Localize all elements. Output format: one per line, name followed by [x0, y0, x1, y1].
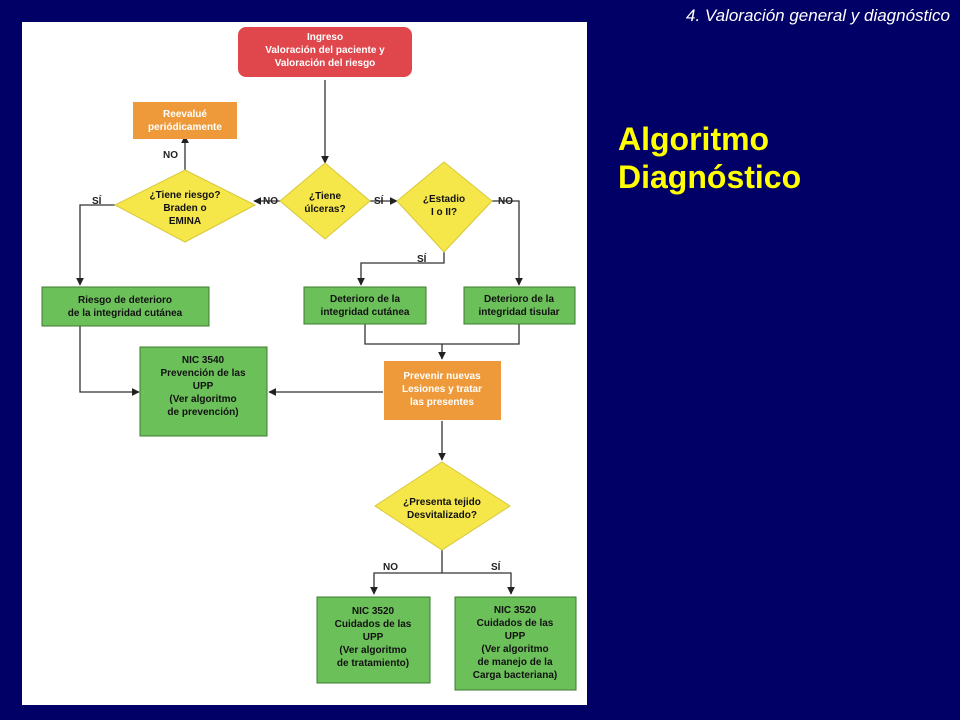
- title-line-2: Diagnóstico: [618, 159, 802, 195]
- nic3520b-line-5: de manejo de la: [477, 657, 552, 668]
- node-riesgo-deterioro: Riesgo de deterioro de la integridad cut…: [41, 286, 210, 327]
- ulceras-line-2: úlceras?: [304, 204, 345, 215]
- estadio-line-1: ¿Estadio: [423, 194, 465, 205]
- node-deterioro-tisular: Deterioro de la integridad tisular: [463, 286, 576, 325]
- ingreso-line-3: Valoración del riesgo: [275, 58, 376, 69]
- label-si-estadio: SÍ: [417, 252, 427, 265]
- tisular-line-2: integridad tisular: [478, 307, 559, 318]
- estadio-line-2: I o II?: [431, 207, 457, 218]
- flowchart-panel: NO NO SÍ NO SÍ SÍ NO SÍ Ingreso Valoraci…: [22, 22, 587, 705]
- label-no-tejido: NO: [383, 562, 398, 573]
- label-si-riesgo: SÍ: [92, 194, 102, 207]
- node-deterioro-cutanea: Deterioro de la integridad cutánea: [303, 286, 427, 325]
- node-reevalue: Reevalué periódicamente: [133, 102, 237, 139]
- page-title: Algoritmo Diagnóstico: [618, 120, 938, 196]
- nic3520a-line-4: (Ver algoritmo: [339, 645, 406, 656]
- prevenir-line-2: Lesiones y tratar: [402, 384, 482, 395]
- node-nic3540: NIC 3540 Prevención de las UPP (Ver algo…: [139, 346, 268, 437]
- riesgo-line-2: Braden o: [163, 203, 206, 214]
- label-no-ulceras: NO: [263, 196, 278, 207]
- riesgo-line-1: ¿Tiene riesgo?: [150, 190, 221, 201]
- cutanea-line-2: integridad cutánea: [321, 307, 410, 318]
- nic3540-line-2: Prevención de las: [160, 368, 245, 379]
- node-estadio: ¿Estadio I o II?: [396, 161, 493, 253]
- nic3520a-line-2: Cuidados de las: [335, 619, 412, 630]
- ingreso-line-1: Ingreso: [307, 32, 343, 43]
- node-tiene-ulceras: ¿Tiene úlceras?: [279, 162, 371, 240]
- section-title: 4. Valoración general y diagnóstico: [686, 6, 950, 25]
- prevenir-line-1: Prevenir nuevas: [403, 371, 481, 382]
- node-prevenir: Prevenir nuevas Lesiones y tratar las pr…: [384, 361, 501, 420]
- prevenir-line-3: las presentes: [410, 397, 474, 408]
- reevalue-line-1: Reevalué: [163, 109, 207, 120]
- nic3540-line-4: (Ver algoritmo: [169, 394, 236, 405]
- arrow-no-to-tisular: [492, 200, 523, 286]
- nic3520a-line-1: NIC 3520: [352, 606, 395, 617]
- arrow-si-to-nic3520b: [442, 572, 515, 595]
- node-tejido: ¿Presenta tejido Desvitalizado?: [374, 461, 511, 551]
- nic3520b-line-2: Cuidados de las: [477, 618, 554, 629]
- nic3540-line-5: de prevención): [167, 407, 238, 418]
- ingreso-line-2: Valoración del paciente y: [265, 45, 385, 56]
- flowchart-diagram: NO NO SÍ NO SÍ SÍ NO SÍ Ingreso Valoraci…: [41, 27, 577, 691]
- arrow-no-to-nic3520a: [370, 550, 443, 595]
- arrow-riesgo-to-nic3540: [79, 326, 140, 396]
- nic3540-line-3: UPP: [193, 381, 214, 392]
- title-line-1: Algoritmo: [618, 121, 770, 157]
- node-tiene-riesgo: ¿Tiene riesgo? Braden o EMINA: [113, 169, 257, 243]
- nic3520b-line-6: Carga bacteriana): [473, 670, 557, 681]
- riesgo-deterioro-line-1: Riesgo de deterioro: [78, 295, 172, 306]
- nic3520b-line-3: UPP: [505, 631, 526, 642]
- ulceras-line-1: ¿Tiene: [309, 191, 341, 202]
- nic3520b-line-4: (Ver algoritmo: [481, 644, 548, 655]
- node-ingreso: Ingreso Valoración del paciente y Valora…: [238, 27, 412, 77]
- nic3520a-line-3: UPP: [363, 632, 384, 643]
- arrow-si-to-riesgo-deterioro: [76, 204, 115, 286]
- riesgo-line-3: EMINA: [169, 216, 201, 227]
- node-nic3520-carga: NIC 3520 Cuidados de las UPP (Ver algori…: [454, 596, 577, 691]
- label-no-estadio: NO: [498, 196, 513, 207]
- nic3520a-line-5: de tratamiento): [337, 658, 409, 669]
- nic3520b-line-1: NIC 3520: [494, 605, 537, 616]
- riesgo-deterioro-line-2: de la integridad cutánea: [68, 308, 183, 319]
- label-no-reevalue: NO: [163, 150, 178, 161]
- nic3540-line-1: NIC 3540: [182, 355, 225, 366]
- tejido-line-1: ¿Presenta tejido: [403, 497, 481, 508]
- tisular-line-1: Deterioro de la: [484, 294, 554, 305]
- join-deterioro: [364, 324, 520, 345]
- tejido-line-2: Desvitalizado?: [407, 510, 477, 521]
- connectors: [76, 80, 523, 595]
- label-si-tejido: SÍ: [491, 560, 501, 573]
- cutanea-line-1: Deterioro de la: [330, 294, 400, 305]
- label-si-ulceras: SÍ: [374, 194, 384, 207]
- node-nic3520-tratamiento: NIC 3520 Cuidados de las UPP (Ver algori…: [316, 596, 431, 684]
- arrow-si-to-cutanea: [357, 252, 445, 286]
- reevalue-line-2: periódicamente: [148, 122, 222, 133]
